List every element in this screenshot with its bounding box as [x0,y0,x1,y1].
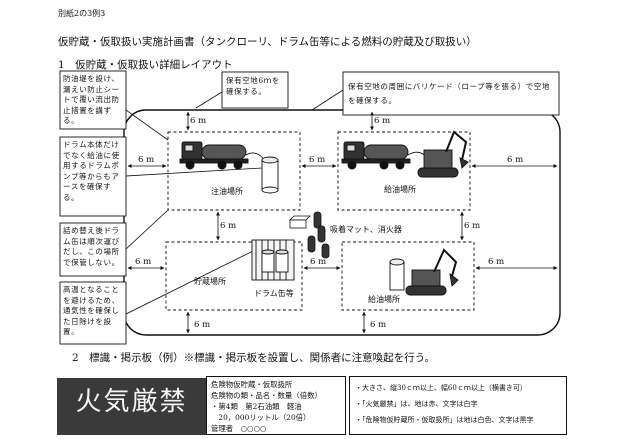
distance-arrows [127,111,558,334]
distance-label: 6 m [464,221,481,231]
document-title: 仮貯蔵・仮取扱い実施計画書（タンクローリ、ドラム缶等による燃料の貯蔵及び取扱い） [58,36,477,48]
note-drum-removal: 詰め替え後ドラム缶は順次運びだし、この場所で保管しない。 [63,226,120,267]
info-line: 危険物仮貯蔵・仮取扱所 [211,380,293,389]
info-line: ・第4類 第2石油類 軽油 [211,402,302,411]
note-box-barricade [342,71,560,116]
note-box-earthing [59,136,127,217]
label-storage: 貯蔵場所 [194,277,226,286]
fire-prohibition-sign: 火気厳禁 [57,378,206,435]
label-refuel-2: 給油場所 [384,185,416,194]
distance-label: 6 m [190,116,207,126]
absorbent-mat-icon [289,215,311,229]
note-barricade: 保有空地の周囲にバリケード（ロープ等を張る）で空地を確保する。 [348,82,551,105]
document-number: 別紙2の3例3 [58,9,106,18]
drum-storage-icon [251,239,295,281]
sign-note: ・「火気厳禁」は、地は赤、文字は白字 [355,400,478,408]
area-refuel-2 [337,131,471,211]
info-line: 危険物の類・品名・数量（倍数） [211,391,322,400]
area-storage [165,241,303,311]
note-earthing: ドラム本体だけでなく給油に使用するドラムポンプ等からもアースを確保する。 [63,140,120,202]
sign-note: ・大きさ、縦30ｃｍ以上、幅60ｃｍ以上（横書き可） [355,384,527,392]
info-line: 管理者 ○○○○ [211,424,267,433]
label-equipment: 吸着マット、消火器 [330,225,402,234]
note-oil-dike: 防油堤を設け、漏えい防止シートで覆い流出防止措置を講ずる。 [63,74,120,125]
sign-notes-panel: ・大きさ、縦30ｃｍ以上、幅60ｃｍ以上（横書き可） ・「火気厳禁」は、地は赤、… [349,376,567,435]
storage-tank-icon-2 [389,258,405,291]
distance-label: 6 m [194,320,211,330]
storage-tank-icon [261,156,279,194]
tank-lorry-icon-2 [341,141,429,170]
info-line: 20，000リットル（20倍） [211,413,311,422]
note-box-sunshade [59,281,127,345]
distance-label: 6 m [507,155,524,165]
note-open-space: 保有空地6ｍを確保する。 [226,76,280,96]
distance-label: 6 m [138,155,155,165]
excavator-icon-2 [405,248,459,296]
sign-note: ・「危険物仮貯蔵所・仮取扱所」は地は白色、文字は黒字 [355,416,534,424]
distance-label: 6 m [135,257,152,267]
barricade-boundary [123,109,561,336]
label-refuel-1: 注油場所 [211,187,243,196]
excavator-icon [417,130,469,178]
area-refuel-1 [167,131,301,211]
note-box-open-space [221,71,289,109]
section-2-heading: 2 標識・掲示板（例）※標識・掲示板を設置し、関係者に注意喚起を行う。 [72,352,436,364]
fire-extinguisher-icon [307,211,330,259]
distance-label: 6 m [488,257,505,267]
label-refuel-3: 給油場所 [368,295,400,304]
area-refuel-3 [341,241,475,311]
distance-label: 6 m [370,320,387,330]
distance-label: 6 m [220,221,237,231]
note-box-oil-dike [59,70,127,130]
note-sunshade: 高温となることを避けるため、通気性を確保した日除けを設置。 [63,285,120,336]
distance-label: 6 m [374,116,391,126]
section-1-heading: 1 仮貯蔵・仮取扱い詳細レイアウト [58,59,233,71]
sign-info-panel: 危険物仮貯蔵・仮取扱所 危険物の類・品名・数量（倍数） ・第4類 第2石油類 軽… [206,376,346,435]
note-box-drum-removal [59,222,127,277]
distance-label: 6 m [309,155,326,165]
sign-text: 火気厳禁 [75,387,188,417]
label-drums: ドラム缶等 [254,289,294,298]
tank-lorry-icon [179,141,267,170]
distance-label: 6 m [310,257,327,267]
